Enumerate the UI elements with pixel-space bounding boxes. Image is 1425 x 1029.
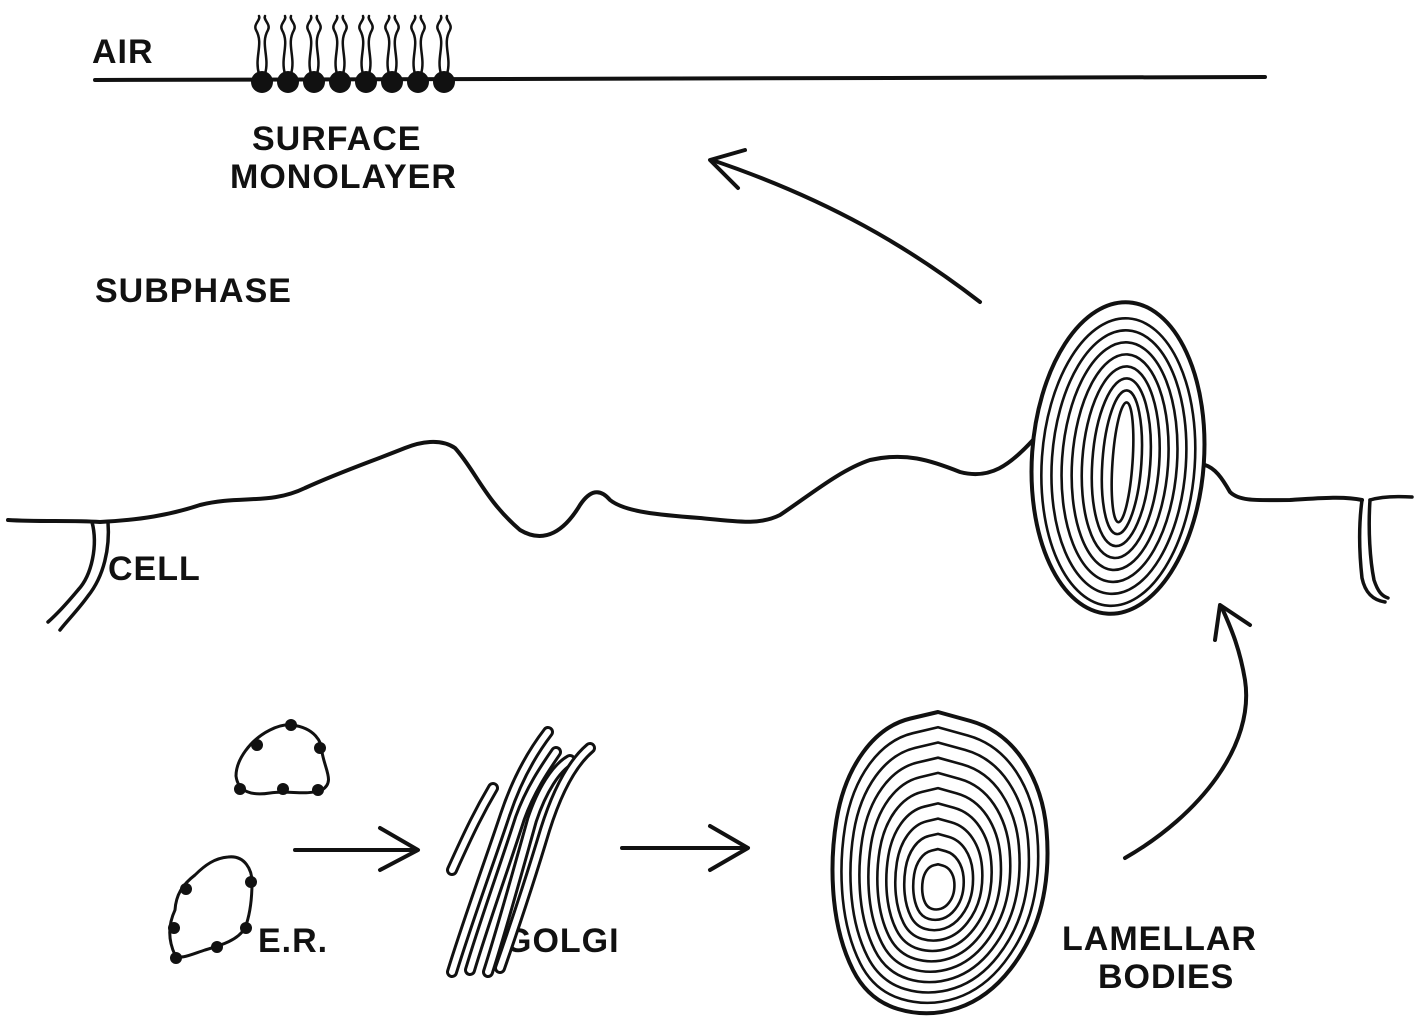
lipid-head [329,71,351,93]
ribosome-dot [234,783,246,795]
lipid-head [355,71,377,93]
ribosome-dot [285,719,297,731]
cell-label: CELL [108,550,201,588]
ribosome-dot [168,922,180,934]
lamella-ring [922,864,954,909]
ribosome-dot [245,876,257,888]
er-vesicle-lower [170,857,252,957]
air-label: AIR [92,33,154,71]
ribosome-dot [312,784,324,796]
secreting-lamellar-body [1021,296,1214,619]
golgi-label: GOLGI [505,922,620,960]
cell-membrane-right [1205,465,1362,500]
lipid-tail [359,16,363,74]
exocytosis-arrow [1125,608,1246,858]
ribosome-dot [170,952,182,964]
lipid-head [277,71,299,93]
lipid-head [407,71,429,93]
surface-monolayer-label-line2: MONOLAYER [230,158,457,196]
lipid-tail [437,16,441,74]
lipid-tail [317,16,321,74]
lipid-tail [307,16,311,74]
secretion-arrow [712,160,980,302]
ribosome-dot [180,883,192,895]
lipid-tail [447,16,451,74]
lipid-tail [291,16,295,74]
cell-wall-right-inner [1369,500,1388,598]
lipid-tail [281,16,285,74]
oval-lamella [1087,376,1157,548]
lamellar-bodies-label-line1: LAMELLAR [1062,920,1257,958]
subphase-label: SUBPHASE [95,272,292,310]
lamellar-bodies-label-line2: BODIES [1098,958,1234,996]
oval-lamella [1108,402,1136,523]
lamella-ring [895,819,982,941]
cell-wall-left-outer [48,522,94,622]
lipid-tail [421,16,425,74]
lipid-tail [343,16,347,74]
ribosome-dot [277,783,289,795]
lipid-tail [255,16,259,74]
ribosome-dot [314,742,326,754]
cell-wall-right-outer [1360,500,1385,602]
cell-wall-right-top [1370,497,1412,500]
lamellar-body [832,712,1047,1013]
lipid-tail [411,16,415,74]
ribosome-dot [251,739,263,751]
lipid-tail [385,16,389,74]
lipid-head [433,71,455,93]
lipid-tail [265,16,269,74]
lipid-tail [395,16,399,74]
er-label: E.R. [258,922,328,960]
surface-monolayer-label-line1: SURFACE [252,120,421,158]
surface-monolayer [251,16,455,93]
lipid-tail [369,16,373,74]
cell-wall-left-inner [60,522,108,630]
ribosome-dot [240,922,252,934]
lipid-head [381,71,403,93]
lipid-head [303,71,325,93]
lipid-head [251,71,273,93]
cell-membrane [8,440,1033,536]
ribosome-dot [211,941,223,953]
lipid-tail [333,16,337,74]
